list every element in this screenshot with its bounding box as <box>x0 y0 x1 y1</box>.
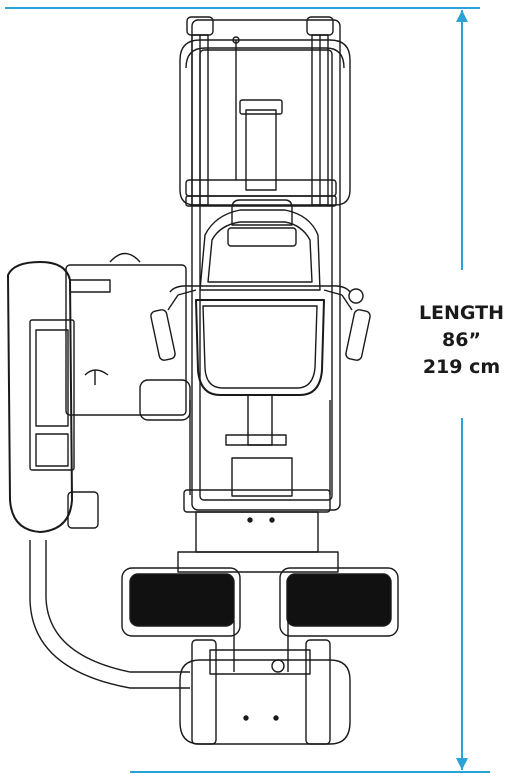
arrow-up-icon <box>456 10 468 22</box>
lower-frame <box>177 394 339 573</box>
console-arm <box>29 252 191 689</box>
dimension-name: LENGTH <box>418 302 505 324</box>
dimension-metric: 219 cm <box>422 356 501 378</box>
base-frame <box>179 19 351 511</box>
length-dimension-label: LENGTH 86” 219 cm <box>410 300 513 381</box>
backrest <box>199 199 321 291</box>
handles <box>150 285 371 361</box>
bottom-frame <box>179 620 351 745</box>
left-pedal <box>121 567 241 637</box>
dimension-imperial: 86” <box>442 329 481 351</box>
right-pedal <box>279 567 399 637</box>
seat <box>195 299 325 396</box>
seat-rail <box>185 36 337 207</box>
console <box>7 261 99 533</box>
top-posts <box>186 16 334 206</box>
arrow-down-icon <box>456 758 468 770</box>
dimension-lines <box>5 7 490 773</box>
